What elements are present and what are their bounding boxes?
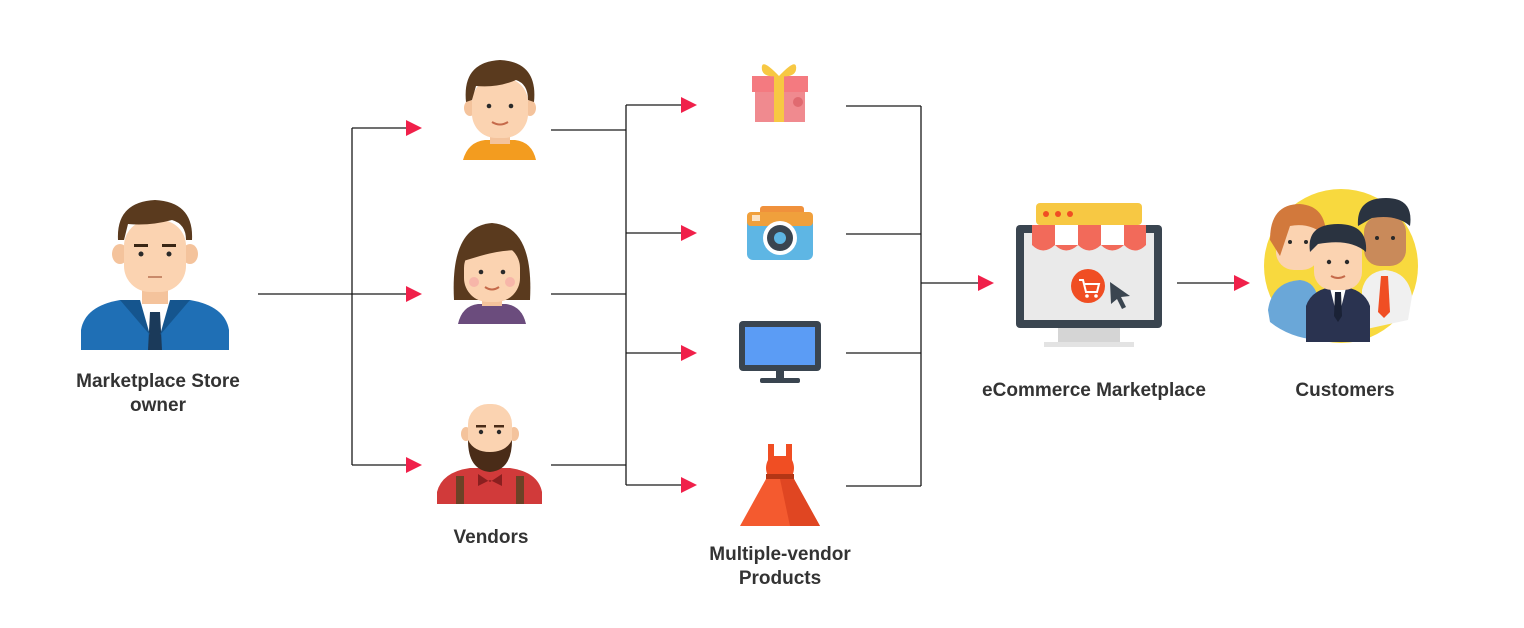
arrow-customers	[1234, 275, 1250, 291]
online-store-monitor-icon	[1016, 203, 1162, 347]
arrow-marketplace	[978, 275, 994, 291]
connectors	[258, 104, 1234, 487]
products-label-line-1: Multiple-vendor	[709, 544, 851, 565]
arrow-product-2	[681, 225, 697, 241]
marketplace-label: eCommerce Marketplace	[944, 379, 1244, 403]
products-label: Multiple-vendor Products	[680, 543, 880, 591]
customers-label-text: Customers	[1295, 380, 1395, 401]
vendors-label: Vendors	[411, 526, 571, 550]
store-owner-label-line-2: owner	[130, 395, 186, 416]
arrow-product-3	[681, 345, 697, 361]
customers-label: Customers	[1270, 379, 1420, 403]
dress-icon	[740, 444, 820, 526]
arrow-vendor-1	[406, 120, 422, 136]
tv-monitor-icon	[739, 321, 821, 383]
gift-box-icon	[752, 64, 808, 122]
arrow-product-4	[681, 477, 697, 493]
arrow-vendor-2	[406, 286, 422, 302]
arrow-product-1	[681, 97, 697, 113]
store-owner-label: Marketplace Store owner	[40, 370, 276, 418]
products-label-line-2: Products	[738, 568, 822, 589]
bearded-man-avatar-icon	[437, 404, 542, 504]
vendors-label-text: Vendors	[453, 527, 529, 548]
woman-avatar-icon	[453, 223, 531, 324]
marketplace-label-text: eCommerce Marketplace	[982, 380, 1206, 401]
arrowheads	[406, 97, 1250, 493]
arrow-vendor-3	[406, 457, 422, 473]
store-owner-label-line-1: Marketplace Store	[76, 371, 240, 392]
businessman-icon	[81, 200, 229, 350]
man-avatar-icon	[463, 60, 536, 160]
camera-icon	[747, 206, 813, 260]
customer-group-icon	[1264, 189, 1418, 343]
